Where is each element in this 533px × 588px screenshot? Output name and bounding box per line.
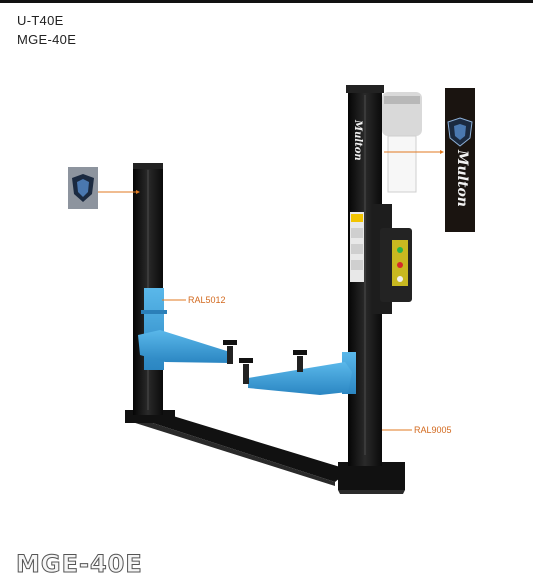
brand-banner: [445, 88, 475, 232]
base-plate: [126, 412, 350, 486]
top-border: [0, 0, 533, 3]
warning-labels: [350, 212, 364, 282]
model-code-primary: U-T40E: [17, 13, 64, 28]
column-brand-text: Multon: [352, 120, 363, 161]
right-arm: [239, 350, 352, 395]
left-arm: [138, 330, 237, 364]
hydraulic-motor: [382, 92, 422, 193]
banner-brand-text: Multon: [454, 150, 470, 207]
arm-color-callout: RAL5012: [188, 295, 226, 305]
callout-lines: [98, 151, 440, 431]
footer-model-code: MGE-40E: [16, 550, 143, 579]
logo-plate-left: [68, 167, 98, 209]
model-code-secondary: MGE-40E: [17, 32, 77, 47]
power-unit: [372, 204, 412, 314]
column-color-callout: RAL9005: [414, 425, 452, 435]
